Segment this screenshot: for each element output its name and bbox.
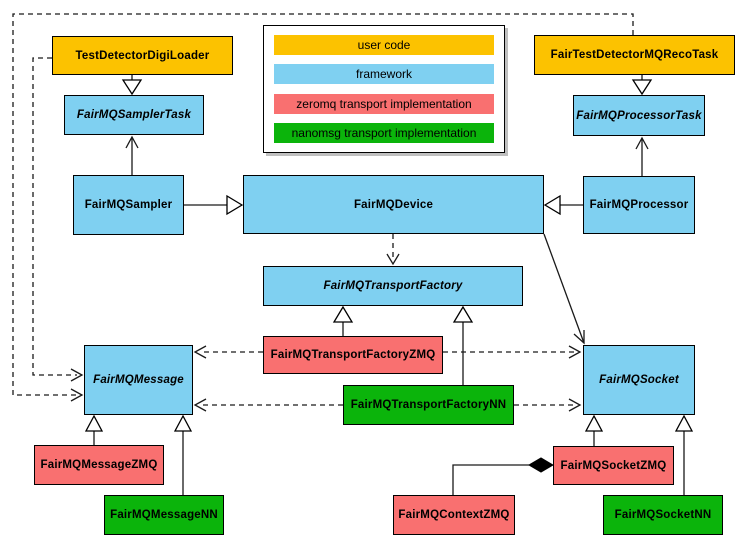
node-fairmq-message-zmq: FairMQMessageZMQ — [34, 445, 164, 485]
node-fairmq-message: FairMQMessage — [84, 345, 193, 415]
legend: user code framework zeromq transport imple… — [263, 25, 505, 153]
node-fairmq-message-nn: FairMQMessageNN — [104, 495, 224, 535]
node-fairmq-device: FairMQDevice — [243, 175, 544, 234]
edge-message-nn-inheritance — [173, 414, 193, 495]
edge-digi-loader-to-message-dependency — [32, 57, 84, 382]
edge-context-zmq-to-socket-zmq-composition — [452, 457, 554, 495]
edge-sampler-to-sampler-task-association — [125, 135, 139, 175]
legend-item-zeromq: zeromq transport implementation — [274, 93, 494, 114]
edge-message-zmq-inheritance — [84, 414, 104, 445]
edge-transport-factory-zmq-inheritance — [332, 305, 354, 336]
node-test-detector-digi-loader: TestDetectorDigiLoader — [52, 36, 233, 75]
edge-transport-factory-nn-to-message-dependency — [193, 398, 343, 412]
edge-device-to-socket-association — [543, 233, 585, 345]
node-fairmq-sampler: FairMQSampler — [73, 175, 184, 235]
node-fairmq-socket-zmq: FairMQSocketZMQ — [553, 446, 674, 485]
node-fairmq-processor: FairMQProcessor — [583, 176, 695, 234]
node-fairmq-sampler-task: FairMQSamplerTask — [64, 95, 204, 135]
node-fairmq-socket-nn: FairMQSocketNN — [603, 495, 723, 535]
edge-device-to-transport-factory-dependency — [386, 234, 400, 266]
edge-transport-factory-nn-to-socket-dependency — [514, 398, 582, 412]
edge-digi-loader-to-sampler-task-inheritance — [121, 75, 143, 96]
legend-item-nanomsg: nanomsg transport implementation — [274, 122, 494, 143]
edge-reco-task-to-message-dependency — [12, 13, 634, 402]
node-fairmq-context-zmq: FairMQContextZMQ — [393, 495, 515, 535]
edge-processor-to-processor-task-association — [635, 136, 649, 176]
node-fairmq-transport-factory-zmq: FairMQTransportFactoryZMQ — [263, 336, 443, 374]
edge-reco-task-to-processor-task-inheritance — [631, 75, 653, 96]
legend-item-user-code: user code — [274, 35, 494, 55]
node-fairmq-socket: FairMQSocket — [583, 345, 695, 415]
edge-transport-factory-nn-inheritance — [452, 305, 474, 385]
edge-socket-zmq-inheritance — [584, 414, 604, 446]
edge-transport-factory-zmq-to-socket-dependency — [443, 345, 582, 359]
edge-socket-nn-inheritance — [674, 414, 694, 495]
legend-item-framework: framework — [274, 64, 494, 85]
edge-processor-to-device-inheritance — [543, 194, 583, 216]
edge-sampler-to-device-inheritance — [184, 194, 244, 216]
node-fairmq-transport-factory-nn: FairMQTransportFactoryNN — [343, 385, 514, 425]
node-fairmq-processor-task: FairMQProcessorTask — [573, 95, 705, 136]
node-fairmq-transport-factory: FairMQTransportFactory — [263, 266, 523, 306]
node-fair-test-detector-mq-reco-task: FairTestDetectorMQRecoTask — [534, 35, 735, 75]
edge-transport-factory-zmq-to-message-dependency — [193, 345, 263, 359]
